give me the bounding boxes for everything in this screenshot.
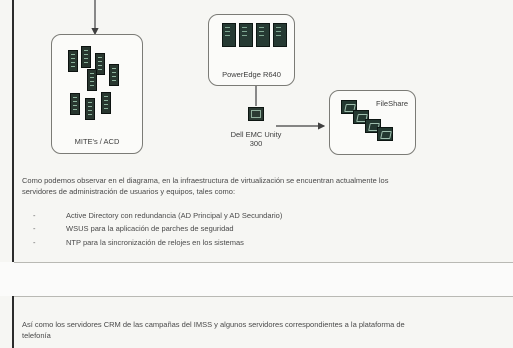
server-icon: [85, 98, 95, 120]
dell-emc-unity-label: Dell EMC Unity: [230, 130, 282, 139]
bullet-item: NTP para la sincronización de relojes en…: [66, 238, 244, 247]
server-icon: [101, 92, 111, 114]
server-icon: [256, 23, 270, 47]
fileshare-group: FileShare: [329, 90, 416, 155]
server-icon: [109, 64, 119, 86]
intro-line-2: servidores de administración de usuarios…: [22, 187, 236, 196]
mites-acd-label: MITE's / ACD: [74, 137, 120, 146]
file-icon: [377, 127, 393, 141]
server-icon: [68, 50, 78, 72]
mites-acd-group: MITE's / ACD: [51, 34, 143, 154]
server-icon: [239, 23, 253, 47]
fileshare-label: FileShare: [376, 99, 409, 108]
server-icon: [95, 53, 105, 75]
poweredge-r640-box: PowerEdge R640: [208, 14, 295, 86]
intro-line-1: Como podemos observar en el diagrama, en…: [22, 176, 389, 185]
bullet-item: Active Directory con redundancia (AD Pri…: [66, 211, 283, 220]
page-break-top-rule: [14, 262, 513, 263]
bullet-dash: -: [33, 238, 36, 247]
server-icon: [222, 23, 236, 47]
server-icon: [87, 69, 97, 91]
page-break-bottom-rule: [14, 296, 513, 297]
dell-emc-unity-model: 300: [249, 139, 263, 148]
page-break-gap: [0, 262, 513, 296]
dell-emc-unity-icon: [248, 107, 264, 121]
bullet-item: WSUS para la aplicación de parches de se…: [66, 224, 234, 233]
left-margin-line: [12, 0, 14, 348]
bullet-dash: -: [33, 224, 36, 233]
bottom-line-1: Así como los servidores CRM de las campa…: [22, 320, 405, 329]
bottom-line-2: telefonía: [22, 331, 51, 340]
poweredge-label: PowerEdge R640: [222, 70, 281, 79]
server-icon: [273, 23, 287, 47]
server-icon: [70, 93, 80, 115]
bullet-dash: -: [33, 211, 36, 220]
server-icon: [81, 46, 91, 68]
